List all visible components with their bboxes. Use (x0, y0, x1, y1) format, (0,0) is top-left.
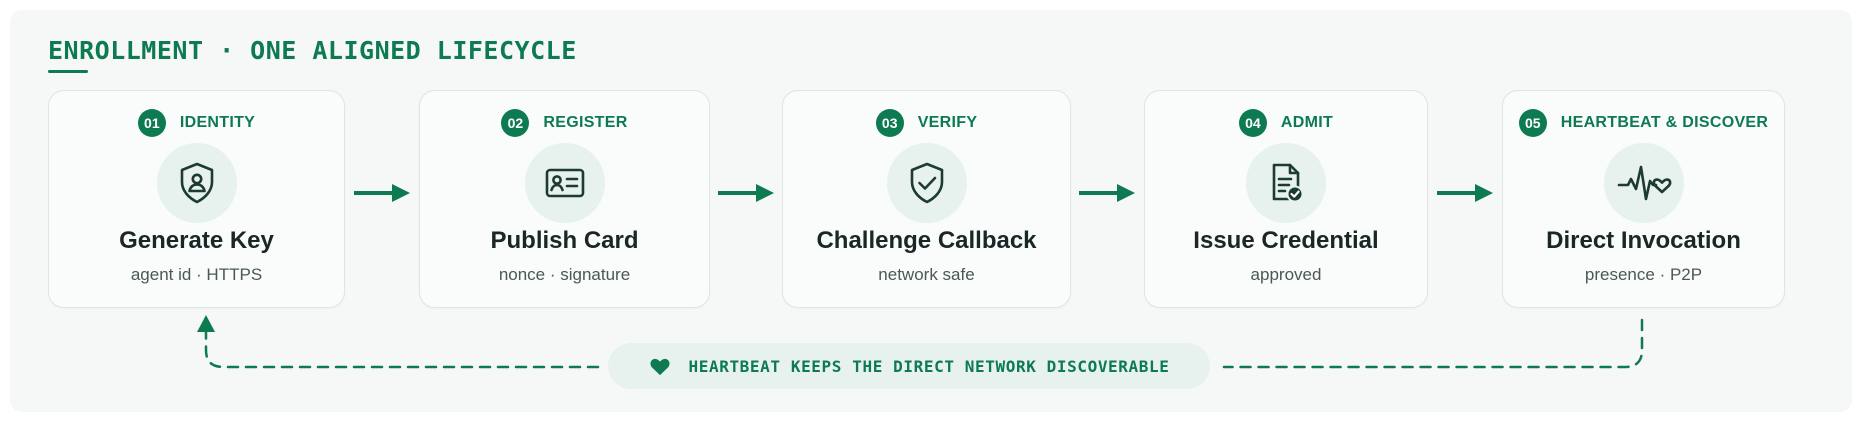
arrow-right-icon (718, 184, 774, 202)
step-label: ADMIT (1280, 114, 1334, 131)
document-check-icon (1246, 143, 1326, 223)
step-number: 04 (1238, 109, 1267, 137)
step-card-admit: 04 ADMIT Issue Credential approved (1144, 90, 1428, 308)
step-label: IDENTITY (179, 114, 256, 131)
step-title: Issue Credential (1193, 227, 1379, 254)
step-number: 01 (137, 109, 166, 137)
step-card-register: 02 REGISTER Publish Card nonce · signatu… (419, 90, 710, 308)
heart-icon (649, 358, 670, 376)
step-title: Publish Card (490, 227, 639, 254)
arrow-right-icon (1079, 184, 1135, 202)
step-card-identity: 01 IDENTITY Generate Key agent id · HTTP… (48, 90, 345, 308)
arrow-right-icon (354, 184, 410, 202)
arrow-right-icon (1437, 184, 1493, 202)
arrow-up-icon (197, 315, 215, 332)
step-title: Direct Invocation (1546, 227, 1741, 254)
step-subtitle: nonce · signature (498, 265, 631, 284)
heading-underline (48, 70, 88, 73)
step-number: 05 (1518, 109, 1547, 137)
step-subtitle: agent id · HTTPS (130, 265, 263, 284)
step-subtitle: network safe (878, 265, 975, 284)
step-number: 02 (501, 109, 530, 137)
step-label: HEARTBEAT & DISCOVER (1560, 114, 1769, 131)
step-label: REGISTER (543, 114, 628, 131)
step-title: Generate Key (119, 227, 274, 254)
id-card-icon (524, 143, 605, 223)
loop-label-text: HEARTBEAT KEEPS THE DIRECT NETWORK DISCO… (688, 356, 1170, 376)
shield-check-icon (886, 143, 967, 223)
step-title: Challenge Callback (816, 227, 1037, 254)
step-card-heartbeat-discover: 05 HEARTBEAT & DISCOVER Direct Invocatio… (1502, 90, 1785, 308)
step-subtitle: presence · P2P (1584, 265, 1703, 284)
step-label: VERIFY (917, 114, 978, 131)
step-number: 03 (875, 109, 904, 137)
heartbeat-pulse-icon (1603, 143, 1684, 223)
diagram-heading: ENROLLMENT · ONE ALIGNED LIFECYCLE (48, 36, 577, 65)
step-card-verify: 03 VERIFY Challenge Callback network saf… (782, 90, 1071, 308)
step-subtitle: approved (1250, 265, 1322, 284)
heartbeat-loop-label: HEARTBEAT KEEPS THE DIRECT NETWORK DISCO… (608, 343, 1210, 389)
shield-user-icon (156, 143, 237, 223)
